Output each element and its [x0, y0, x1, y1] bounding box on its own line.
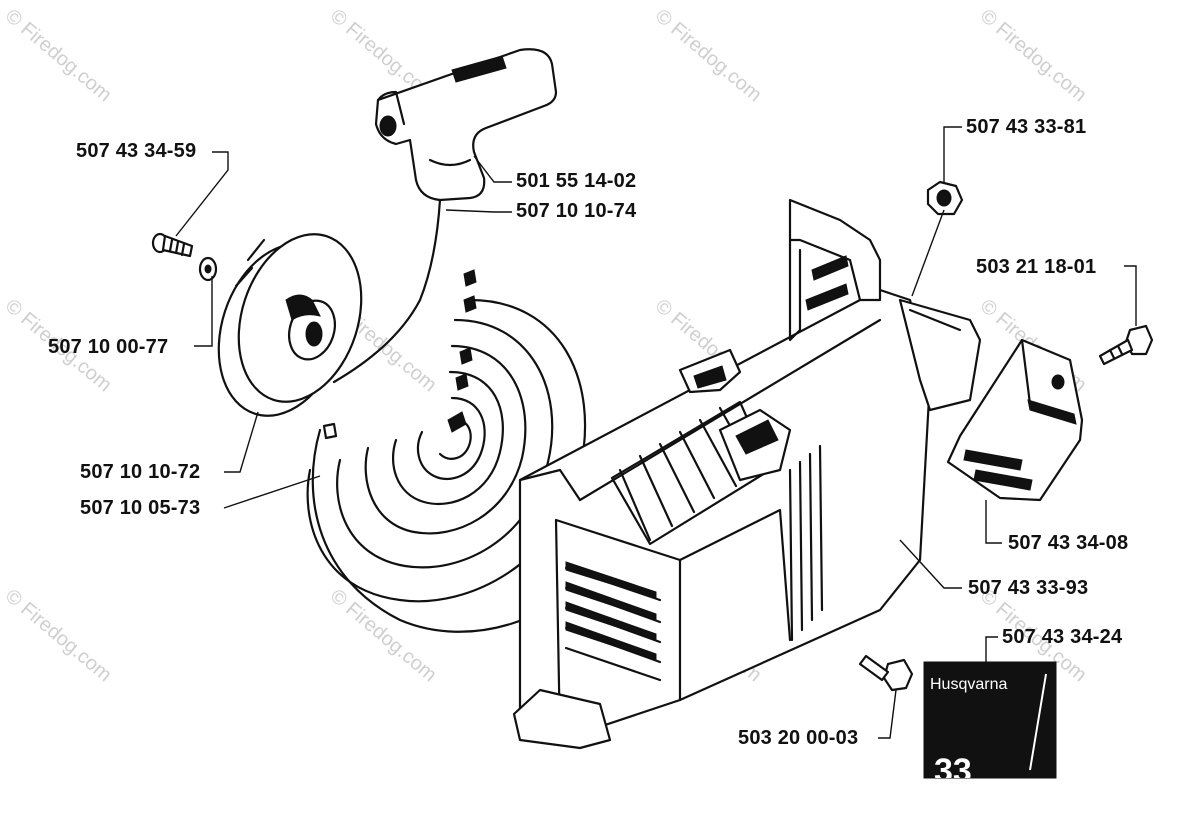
part-label-nut: 507 43 33-81 — [966, 116, 1087, 138]
bolt-drawing — [858, 654, 914, 692]
starter-handle-drawing — [374, 48, 558, 202]
part-label-washer: 507 10 00-77 — [48, 336, 169, 358]
bracket-screw-drawing — [1098, 324, 1154, 366]
starter-pulley-drawing — [217, 233, 363, 417]
part-label-decal: 507 43 34-24 — [1002, 626, 1123, 648]
starter-housing-drawing — [512, 198, 982, 750]
part-label-starter-housing: 507 43 33-93 — [968, 577, 1089, 599]
decal-brand: Husqvarna — [930, 676, 1008, 693]
bracket-plate-drawing — [946, 338, 1084, 502]
leader-lines — [175, 126, 1137, 739]
part-label-starter-handle: 501 55 14-02 — [516, 170, 637, 192]
nut-drawing — [926, 180, 964, 216]
part-label-bolt: 503 20 00-03 — [738, 727, 859, 749]
part-label-starter-pulley: 507 10 10-72 — [80, 461, 201, 483]
part-label-starter-rope-handle: 507 10 10-74 — [516, 200, 637, 222]
decal-drawing — [923, 661, 1057, 779]
starter-rope-drawing — [332, 198, 442, 384]
decal-model: 33 — [934, 752, 972, 778]
pulley-screw-drawing — [151, 232, 218, 282]
part-label-bracket-screw: 503 21 18-01 — [976, 256, 1097, 278]
part-label-starter-rope: 507 10 05-73 — [80, 497, 201, 519]
part-label-pulley-screw: 507 43 34-59 — [76, 140, 197, 162]
part-label-bracket-plate: 507 43 34-08 — [1008, 532, 1129, 554]
